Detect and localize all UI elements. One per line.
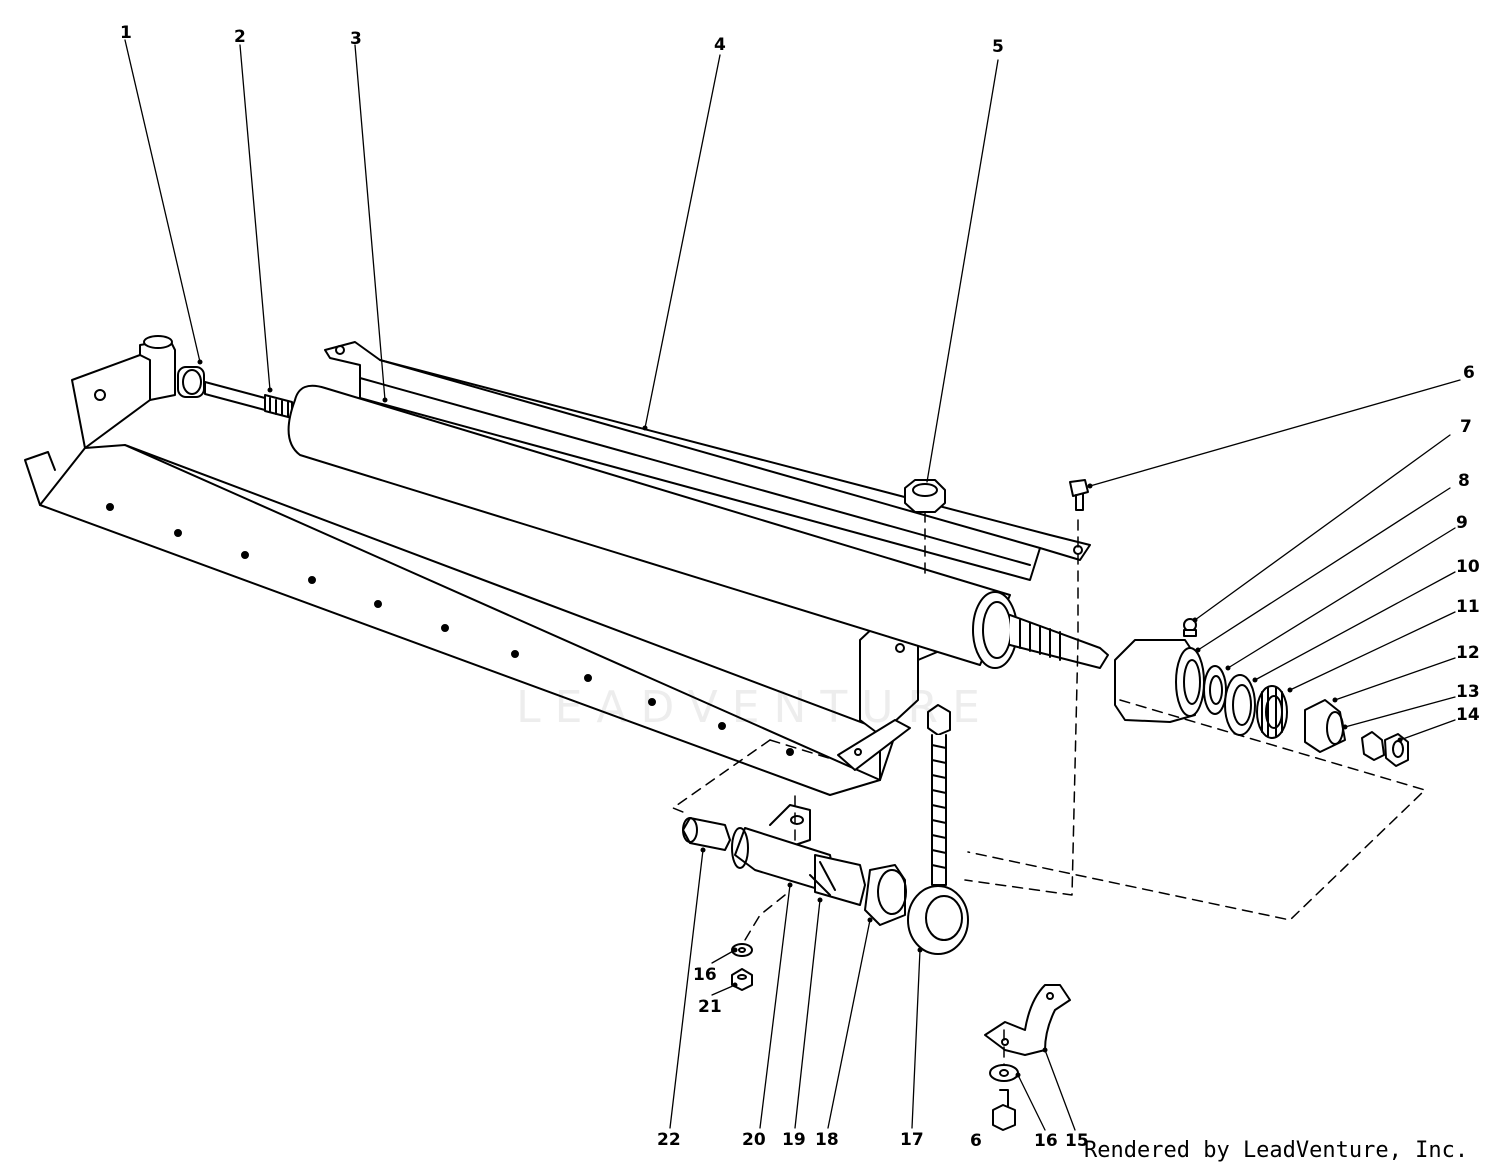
part-6-bolt-bottom [992,1089,1016,1131]
part-22-spacer [682,817,731,851]
callout-15: 15 [1065,1131,1089,1151]
part-7-fitting [1183,618,1197,637]
callout-labels: 1 2 3 4 5 6 7 8 9 10 11 12 13 14 15 16 1… [120,23,1480,1151]
callout-16-bottom: 16 [1034,1131,1058,1151]
callout-11: 11 [1456,597,1480,617]
assembly-lines [672,511,1426,1066]
callout-20: 20 [742,1130,766,1150]
part-2-shaft [204,381,293,419]
callout-7: 7 [1460,417,1472,437]
part-3-roller [287,384,1109,669]
callout-3: 3 [350,29,362,49]
part-9-seal [1203,665,1227,715]
callout-16-left: 16 [693,965,717,985]
part-14-nut [1384,733,1409,767]
part-10-ring [1224,674,1256,736]
callout-19: 19 [782,1130,806,1150]
part-15-clamp [984,984,1071,1056]
callout-13: 13 [1456,682,1480,702]
callout-21: 21 [698,997,722,1017]
callout-10: 10 [1456,557,1480,577]
callout-9: 9 [1456,513,1468,533]
callout-18: 18 [815,1130,839,1150]
leader-lines [124,39,1461,1131]
callout-6-top: 6 [1463,363,1475,383]
callout-1: 1 [120,23,132,43]
part-16-washer-b [989,1064,1019,1082]
callout-22: 22 [657,1130,681,1150]
callout-14: 14 [1456,705,1480,725]
callout-6-bottom: 6 [970,1131,982,1151]
callout-17: 17 [900,1130,924,1150]
leadventure-watermark: LEADVENTURE [516,682,994,733]
callout-5: 5 [992,37,1004,57]
render-credit: Rendered by LeadVenture, Inc. [1084,1138,1469,1163]
tray-holes [106,503,794,756]
part-16-washer-a [731,943,753,957]
callout-8: 8 [1458,471,1470,491]
part-8-bearing-housing [1114,639,1205,723]
part-17-eye-bolt [907,704,969,955]
part-5-nut [904,479,946,513]
part-11-bearing [1256,685,1288,739]
callout-4: 4 [714,35,726,55]
part-18-bushing [864,864,907,926]
part-19-sleeve [809,854,866,906]
callout-12: 12 [1456,643,1480,663]
callout-2: 2 [234,27,246,47]
part-12-collar [1304,699,1346,753]
part-13-nut [1361,731,1385,761]
part-4-channel [324,341,1091,581]
part-1-fitting [177,366,205,398]
part-6-bolt-top [1069,479,1089,511]
leader-dots [197,359,1403,1078]
